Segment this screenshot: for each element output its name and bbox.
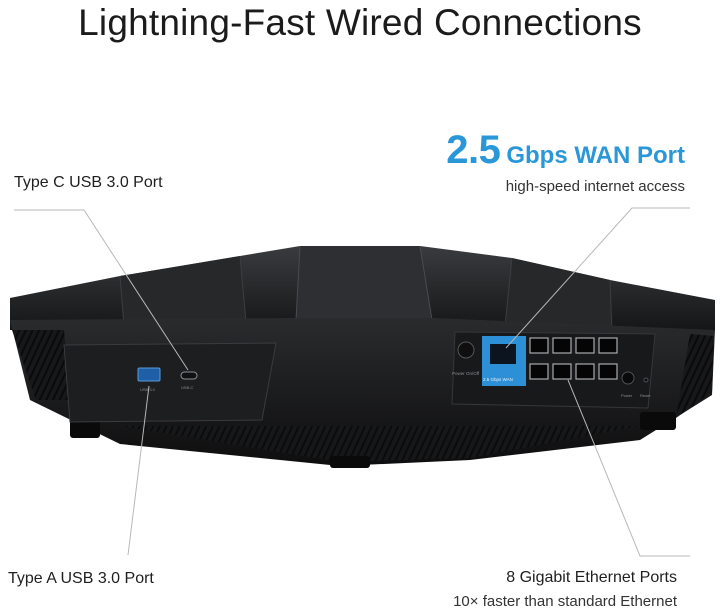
port-panel: Power On/Off 2.5 Gbps WAN Power Reset: [451, 331, 656, 409]
ethernet-callout-subtitle: 10× faster than standard Ethernet: [453, 593, 677, 610]
usb-a-port: [137, 367, 161, 382]
usb-c-leader-line: [14, 209, 189, 371]
wan-port: [490, 344, 516, 364]
usb-a-callout-label: Type A USB 3.0 Port: [8, 570, 154, 587]
ethernet-callout-label: 8 Gigabit Ethernet Ports: [506, 569, 677, 586]
usb-panel: USB 3.0 USB-C: [63, 342, 277, 423]
usb-c-port-label: USB-C: [181, 385, 194, 390]
lan-ports: [529, 337, 618, 380]
usb-a-port-label: USB 3.0: [140, 387, 156, 392]
usb-c-callout-label: Type C USB 3.0 Port: [14, 174, 163, 191]
page-title: Lightning-Fast Wired Connections: [78, 2, 642, 43]
wan-leader-line: [505, 207, 690, 349]
ethernet-leader-line: [567, 379, 690, 557]
wan-speed-value: 2.5: [446, 128, 501, 172]
callout-lines: [14, 207, 690, 557]
reset-button-label: Reset: [640, 393, 651, 398]
wan-port-unit: Gbps WAN Port: [506, 142, 685, 169]
wan-callout-subtitle: high-speed internet access: [505, 178, 685, 195]
power-jack: [621, 371, 635, 385]
usb-a-leader-line: [127, 385, 150, 556]
wan-port-label: 2.5 Gbps WAN: [483, 377, 513, 382]
power-jack-label: Power: [621, 393, 633, 398]
power-button-label: Power On/Off: [452, 371, 480, 376]
router-top-shell: [10, 245, 715, 333]
usb-c-port: [180, 371, 198, 380]
power-button: [457, 341, 475, 359]
reset-button: [643, 377, 649, 383]
